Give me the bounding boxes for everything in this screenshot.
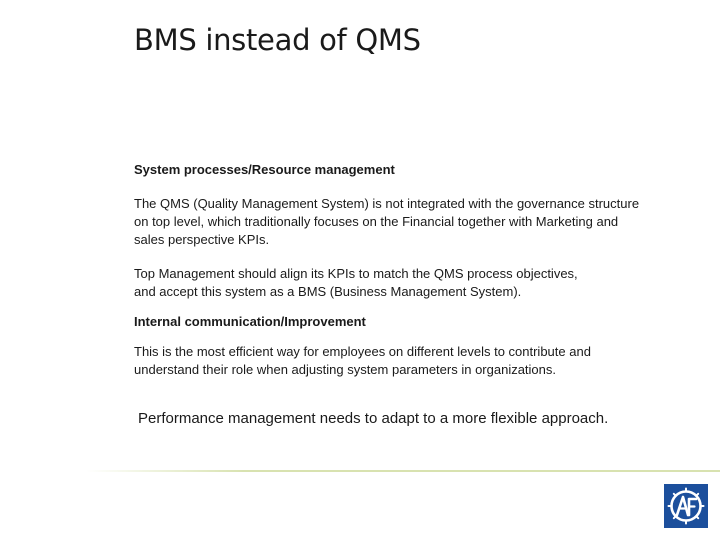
paragraph-line: The QMS (Quality Management System) is n… bbox=[134, 196, 640, 211]
af-logo-icon bbox=[664, 484, 708, 528]
slide-body: System processes/Resource management The… bbox=[134, 161, 694, 429]
footer-divider bbox=[86, 470, 720, 472]
paragraph-line: on top level, which traditionally focuse… bbox=[134, 214, 619, 229]
paragraph-qms-governance: The QMS (Quality Management System) is n… bbox=[134, 195, 694, 249]
section-heading-system-processes: System processes/Resource management bbox=[134, 162, 395, 177]
slide-title: BMS instead of QMS bbox=[134, 23, 421, 57]
paragraph-top-management: Top Management should align its KPIs to … bbox=[134, 265, 694, 301]
paragraph-line: understand their role when adjusting sys… bbox=[134, 362, 557, 377]
paragraph-efficient-way: This is the most efficient way for emplo… bbox=[134, 343, 694, 379]
highlight-statement: Performance management needs to adapt to… bbox=[138, 410, 609, 427]
paragraph-line: This is the most efficient way for emplo… bbox=[134, 344, 591, 359]
section-heading-internal-communication: Internal communication/Improvement bbox=[134, 314, 366, 329]
paragraph-line: and accept this system as a BMS (Busines… bbox=[134, 284, 522, 299]
paragraph-line: sales perspective KPIs. bbox=[134, 232, 270, 247]
paragraph-line: Top Management should align its KPIs to … bbox=[134, 266, 578, 281]
af-logo-mark bbox=[667, 487, 705, 525]
